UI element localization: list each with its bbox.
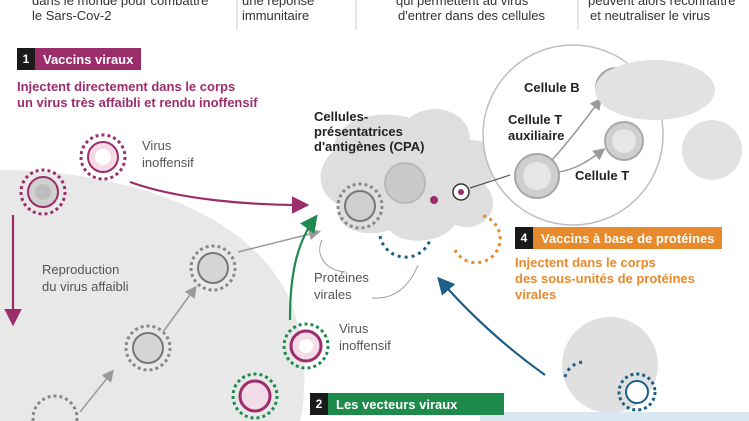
label-virus-2b: inoffensif — [339, 338, 391, 353]
label-virus-2a: Virus — [339, 321, 369, 336]
virus-vecteur-teal-icon — [617, 372, 657, 412]
virus-affaibli-icon — [124, 324, 172, 372]
arrow-to-cell-b — [551, 97, 602, 161]
label-proteines-b: virales — [314, 287, 352, 302]
bottom-strip — [480, 412, 749, 421]
section-1-title: Vaccins viraux — [35, 48, 142, 70]
label-cellule-t: Cellule T — [575, 168, 630, 183]
virus-vecteur-icon — [231, 372, 279, 420]
section-1-desc-line2: un virus très affaibli et rendu inoffens… — [17, 95, 258, 110]
top-text-col3-partial: qui permettent au virus — [396, 0, 529, 8]
cpa-nucleus — [384, 162, 426, 204]
background-blob — [682, 120, 742, 180]
arrow-reproduction — [79, 369, 114, 413]
virus-at-cpa-icon — [336, 182, 384, 230]
proteins-pointer — [319, 239, 346, 273]
label-cpa-a: Cellules- — [314, 109, 369, 124]
section-1-number: 1 — [17, 48, 35, 70]
label-virus-1b: inoffensif — [142, 155, 194, 170]
virus-affaibli-icon — [31, 394, 79, 421]
top-text-col4: et neutraliser le virus — [590, 8, 710, 23]
protein-fragments-teal — [378, 235, 432, 259]
section-2-number: 2 — [310, 393, 328, 415]
protein-fragments-teal — [563, 360, 586, 378]
proteins-pointer — [371, 264, 419, 299]
arrow-reproduction — [162, 285, 197, 333]
label-proteines-a: Protéines — [314, 270, 369, 285]
cell-t-auxiliaire — [514, 153, 560, 199]
virus-inoffensif-icon — [79, 133, 127, 181]
label-cpa-c: d'antigènes (CPA) — [314, 139, 425, 154]
arrow-green-to-cpa — [288, 214, 318, 321]
connector-line — [469, 174, 511, 189]
section-4-badge: 4 Vaccins à base de protéines — [515, 227, 723, 249]
section-4-desc-line3: virales — [515, 287, 557, 302]
section-4-title: Vaccins à base de protéines — [533, 227, 723, 249]
top-text-col4-partial: peuvent alors reconnaître — [588, 0, 736, 8]
arrow-to-cell-t — [557, 148, 606, 173]
body-area — [0, 170, 305, 421]
cell-t — [604, 121, 644, 161]
label-virus-1a: Virus — [142, 138, 172, 153]
label-reproduction-a: Reproduction — [42, 262, 120, 277]
section-4-desc-line2: des sous-unités de protéines — [515, 271, 695, 286]
top-text-col1-partial: dans le monde pour combattre — [32, 0, 209, 8]
section-2-badge: 2 Les vecteurs viraux — [310, 393, 504, 415]
label-cellule-t-aux-a: Cellule T — [508, 112, 563, 127]
section-1-desc-line1: Injectent directement dans le corps — [17, 79, 236, 94]
virus-vecteur-icon — [282, 322, 330, 370]
label-cellule-t-aux-b: auxiliaire — [508, 128, 565, 143]
section-4-desc-line1: Injectent dans le corps — [515, 255, 656, 270]
top-text-col2-partial: une réponse — [242, 0, 315, 8]
label-cellule-b: Cellule B — [524, 80, 580, 95]
arrow-purple-to-cpa — [129, 180, 310, 214]
top-text-col2: immunitaire — [242, 8, 310, 23]
antigen-presentation-dot — [458, 189, 464, 195]
section-2-title: Les vecteurs viraux — [328, 393, 504, 415]
virus-affaibli-icon — [189, 244, 237, 292]
section-1-badge: 1 Vaccins viraux — [17, 48, 142, 70]
label-reproduction-b: du virus affaibli — [42, 279, 129, 294]
top-text-col3: d'entrer dans des cellules — [398, 8, 546, 23]
background-blob — [595, 60, 715, 120]
virus-in-body-icon — [19, 168, 67, 216]
arrow-teal-to-cpa — [437, 276, 546, 376]
top-text-col1: le Sars-Cov-2 — [32, 8, 112, 23]
label-cpa-b: présentatrices — [314, 124, 403, 139]
antigen-dot — [430, 196, 438, 204]
section-4-number: 4 — [515, 227, 533, 249]
